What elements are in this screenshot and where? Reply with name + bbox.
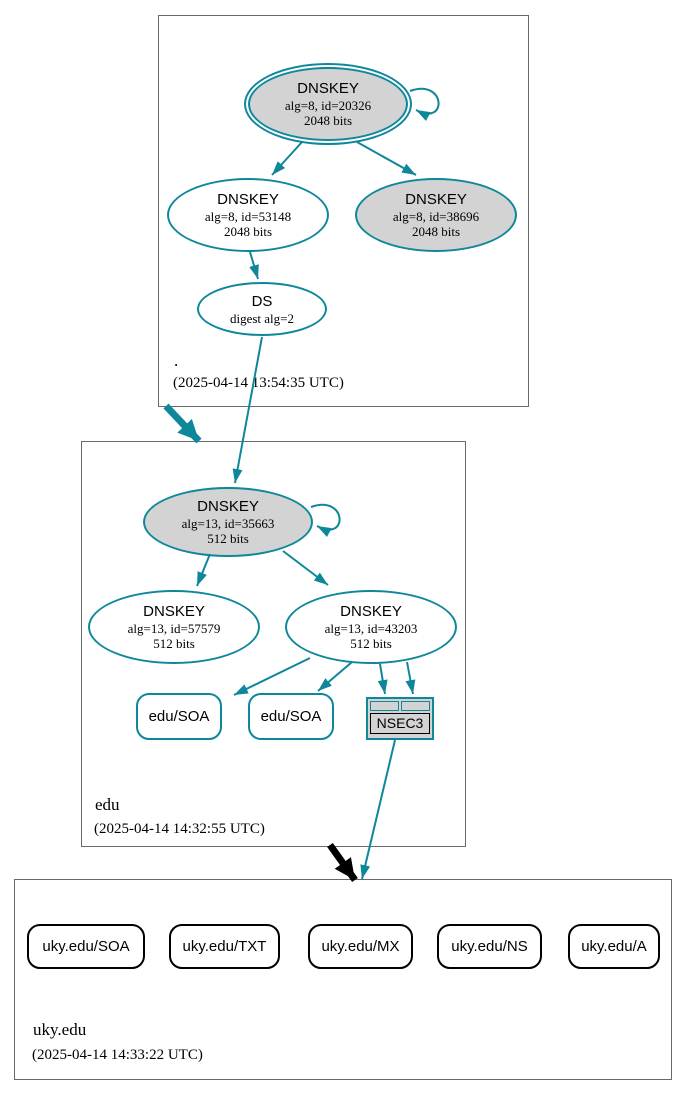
chain-arrow-edu-to-uky-insecure bbox=[327, 842, 358, 883]
edu-nsec3-node[interactable]: NSEC3 bbox=[366, 697, 434, 740]
chain-arrow-root-to-edu-secure bbox=[163, 403, 202, 444]
zone-label-root: . bbox=[174, 351, 179, 370]
zone-timestamp-edu: (2025-04-14 14:32:55 UTC) bbox=[94, 821, 265, 837]
zone-box-edu bbox=[81, 441, 466, 847]
dnskey-title: DNSKEY bbox=[297, 80, 359, 97]
nsec3-rrsig-row bbox=[370, 701, 430, 711]
dnskey-bits: 512 bits bbox=[350, 636, 392, 651]
dnskey-bits: 2048 bits bbox=[303, 113, 353, 128]
rrset-label: uky.edu/A bbox=[581, 938, 647, 955]
uky-soa-rrset-node[interactable]: uky.edu/SOA bbox=[27, 924, 145, 969]
dnskey-bits: 512 bits bbox=[207, 531, 249, 546]
rrset-label: edu/SOA bbox=[148, 708, 210, 725]
root-zsk-dnskey-node[interactable]: DNSKEY alg=8, id=53148 2048 bits bbox=[167, 178, 329, 252]
dnskey-bits: 512 bits bbox=[153, 636, 195, 651]
root-ds-node[interactable]: DS digest alg=2 bbox=[197, 282, 327, 336]
dnskey-alg-id: alg=8, id=38696 bbox=[392, 209, 480, 224]
ds-title: DS bbox=[251, 292, 273, 310]
rrset-label: uky.edu/TXT bbox=[182, 938, 267, 955]
rrset-label: uky.edu/SOA bbox=[42, 938, 130, 955]
root-ksk-dnskey-node[interactable]: DNSKEY alg=8, id=20326 2048 bits bbox=[248, 67, 408, 141]
rrset-label: uky.edu/MX bbox=[321, 938, 400, 955]
uky-ns-rrset-node[interactable]: uky.edu/NS bbox=[437, 924, 542, 969]
zone-label-uky-edu: uky.edu bbox=[33, 1020, 87, 1039]
edu-zsk-57579-dnskey-node[interactable]: DNSKEY alg=13, id=57579 512 bits bbox=[88, 590, 260, 664]
zone-label-edu: edu bbox=[95, 795, 120, 814]
rrset-label: uky.edu/NS bbox=[451, 938, 528, 955]
nsec3-rrsig-cell-right[interactable] bbox=[401, 701, 430, 711]
nsec3-label: NSEC3 bbox=[370, 713, 430, 734]
uky-txt-rrset-node[interactable]: uky.edu/TXT bbox=[169, 924, 280, 969]
dnskey-alg-id: alg=8, id=53148 bbox=[204, 209, 292, 224]
ds-digest: digest alg=2 bbox=[229, 310, 295, 326]
dnskey-title: DNSKEY bbox=[340, 603, 402, 620]
dnskey-alg-id: alg=13, id=43203 bbox=[324, 621, 418, 636]
uky-mx-rrset-node[interactable]: uky.edu/MX bbox=[308, 924, 413, 969]
root-dnskey-38696-node[interactable]: DNSKEY alg=8, id=38696 2048 bits bbox=[355, 178, 517, 252]
dnskey-title: DNSKEY bbox=[197, 498, 259, 515]
zone-box-root bbox=[158, 15, 529, 407]
edu-ksk-dnskey-node[interactable]: DNSKEY alg=13, id=35663 512 bits bbox=[143, 487, 313, 557]
dnskey-alg-id: alg=13, id=57579 bbox=[127, 621, 221, 636]
dnskey-title: DNSKEY bbox=[405, 191, 467, 208]
zone-timestamp-uky-edu: (2025-04-14 14:33:22 UTC) bbox=[32, 1047, 203, 1063]
edu-soa-rrset-node-1[interactable]: edu/SOA bbox=[136, 693, 222, 740]
rrset-label: edu/SOA bbox=[260, 708, 322, 725]
edu-zsk-43203-dnskey-node[interactable]: DNSKEY alg=13, id=43203 512 bits bbox=[285, 590, 457, 664]
zone-timestamp-root: (2025-04-14 13:54:35 UTC) bbox=[173, 375, 344, 391]
dnskey-title: DNSKEY bbox=[217, 191, 279, 208]
dnskey-title: DNSKEY bbox=[143, 603, 205, 620]
nsec3-rrsig-cell-left[interactable] bbox=[370, 701, 399, 711]
dnskey-alg-id: alg=8, id=20326 bbox=[284, 98, 372, 113]
dnskey-bits: 2048 bits bbox=[223, 224, 273, 239]
dnskey-alg-id: alg=13, id=35663 bbox=[181, 516, 275, 531]
edu-soa-rrset-node-2[interactable]: edu/SOA bbox=[248, 693, 334, 740]
dnskey-bits: 2048 bits bbox=[411, 224, 461, 239]
uky-a-rrset-node[interactable]: uky.edu/A bbox=[568, 924, 660, 969]
